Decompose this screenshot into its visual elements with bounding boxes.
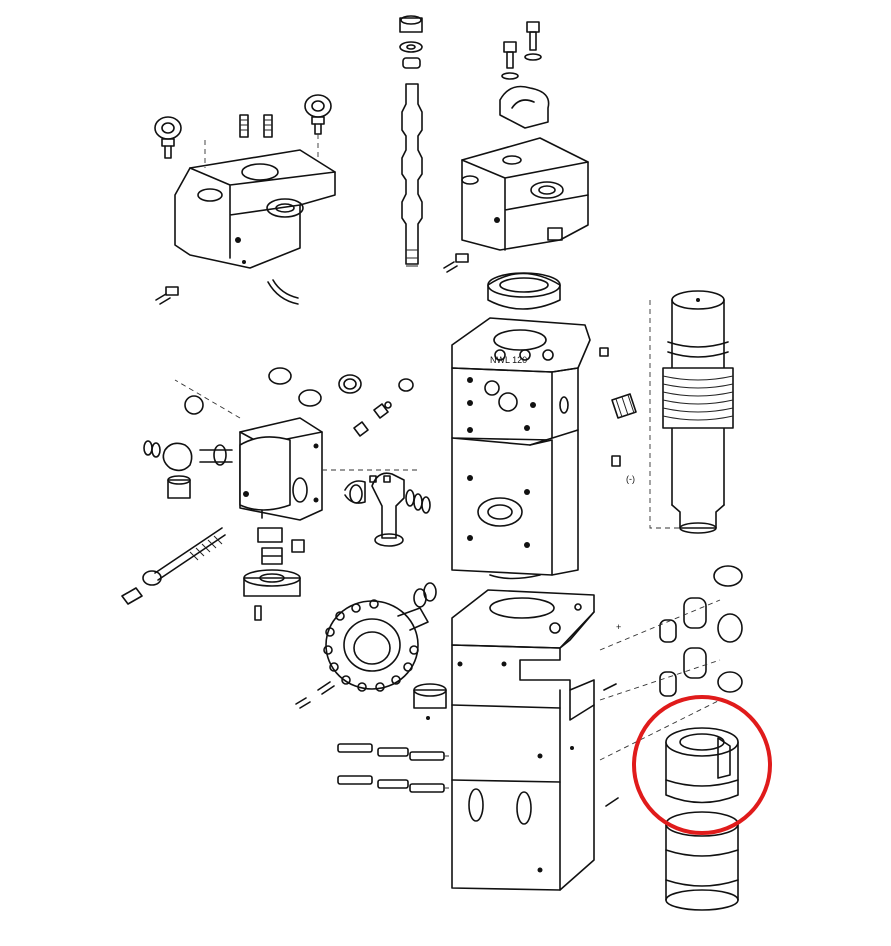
bolt-icon xyxy=(503,21,540,69)
lower-main-body: + xyxy=(451,589,621,891)
flange-ring xyxy=(295,582,447,720)
stud-icon xyxy=(239,114,273,138)
lower-bushing[interactable] xyxy=(665,727,739,804)
minus-marker: (-) xyxy=(626,474,635,484)
bolt-ring xyxy=(323,599,419,692)
main-plate-label: NWL 120 xyxy=(490,355,527,365)
bolt-icon xyxy=(155,286,179,305)
washer-icon xyxy=(399,41,423,53)
center-small-parts xyxy=(344,401,431,547)
control-rod-assembly xyxy=(399,15,423,267)
o-ring-icon xyxy=(413,582,437,608)
nut-icon xyxy=(399,15,423,33)
side-slot-plates xyxy=(599,565,743,807)
accumulator-assembly xyxy=(121,367,420,621)
eye-bolt-icon xyxy=(154,116,182,159)
seal-ring xyxy=(487,272,561,310)
main-cylinder-head: NWL 120 xyxy=(451,317,591,441)
upper-right-valve-block xyxy=(443,21,589,273)
o-ring-icon xyxy=(184,367,414,415)
pin-icon xyxy=(337,743,452,793)
eye-bolt-icon xyxy=(304,94,332,135)
side-fitting: (-) xyxy=(599,347,637,484)
highlight-circle xyxy=(632,695,772,835)
main-cylinder-body xyxy=(451,429,579,580)
upper-left-valve-block xyxy=(154,94,336,305)
o-ring-icon xyxy=(143,440,161,458)
o-ring-icon xyxy=(405,489,431,514)
plus-marker: + xyxy=(616,622,621,632)
piston-cylinder xyxy=(649,290,734,534)
bolt-icon xyxy=(443,253,469,273)
